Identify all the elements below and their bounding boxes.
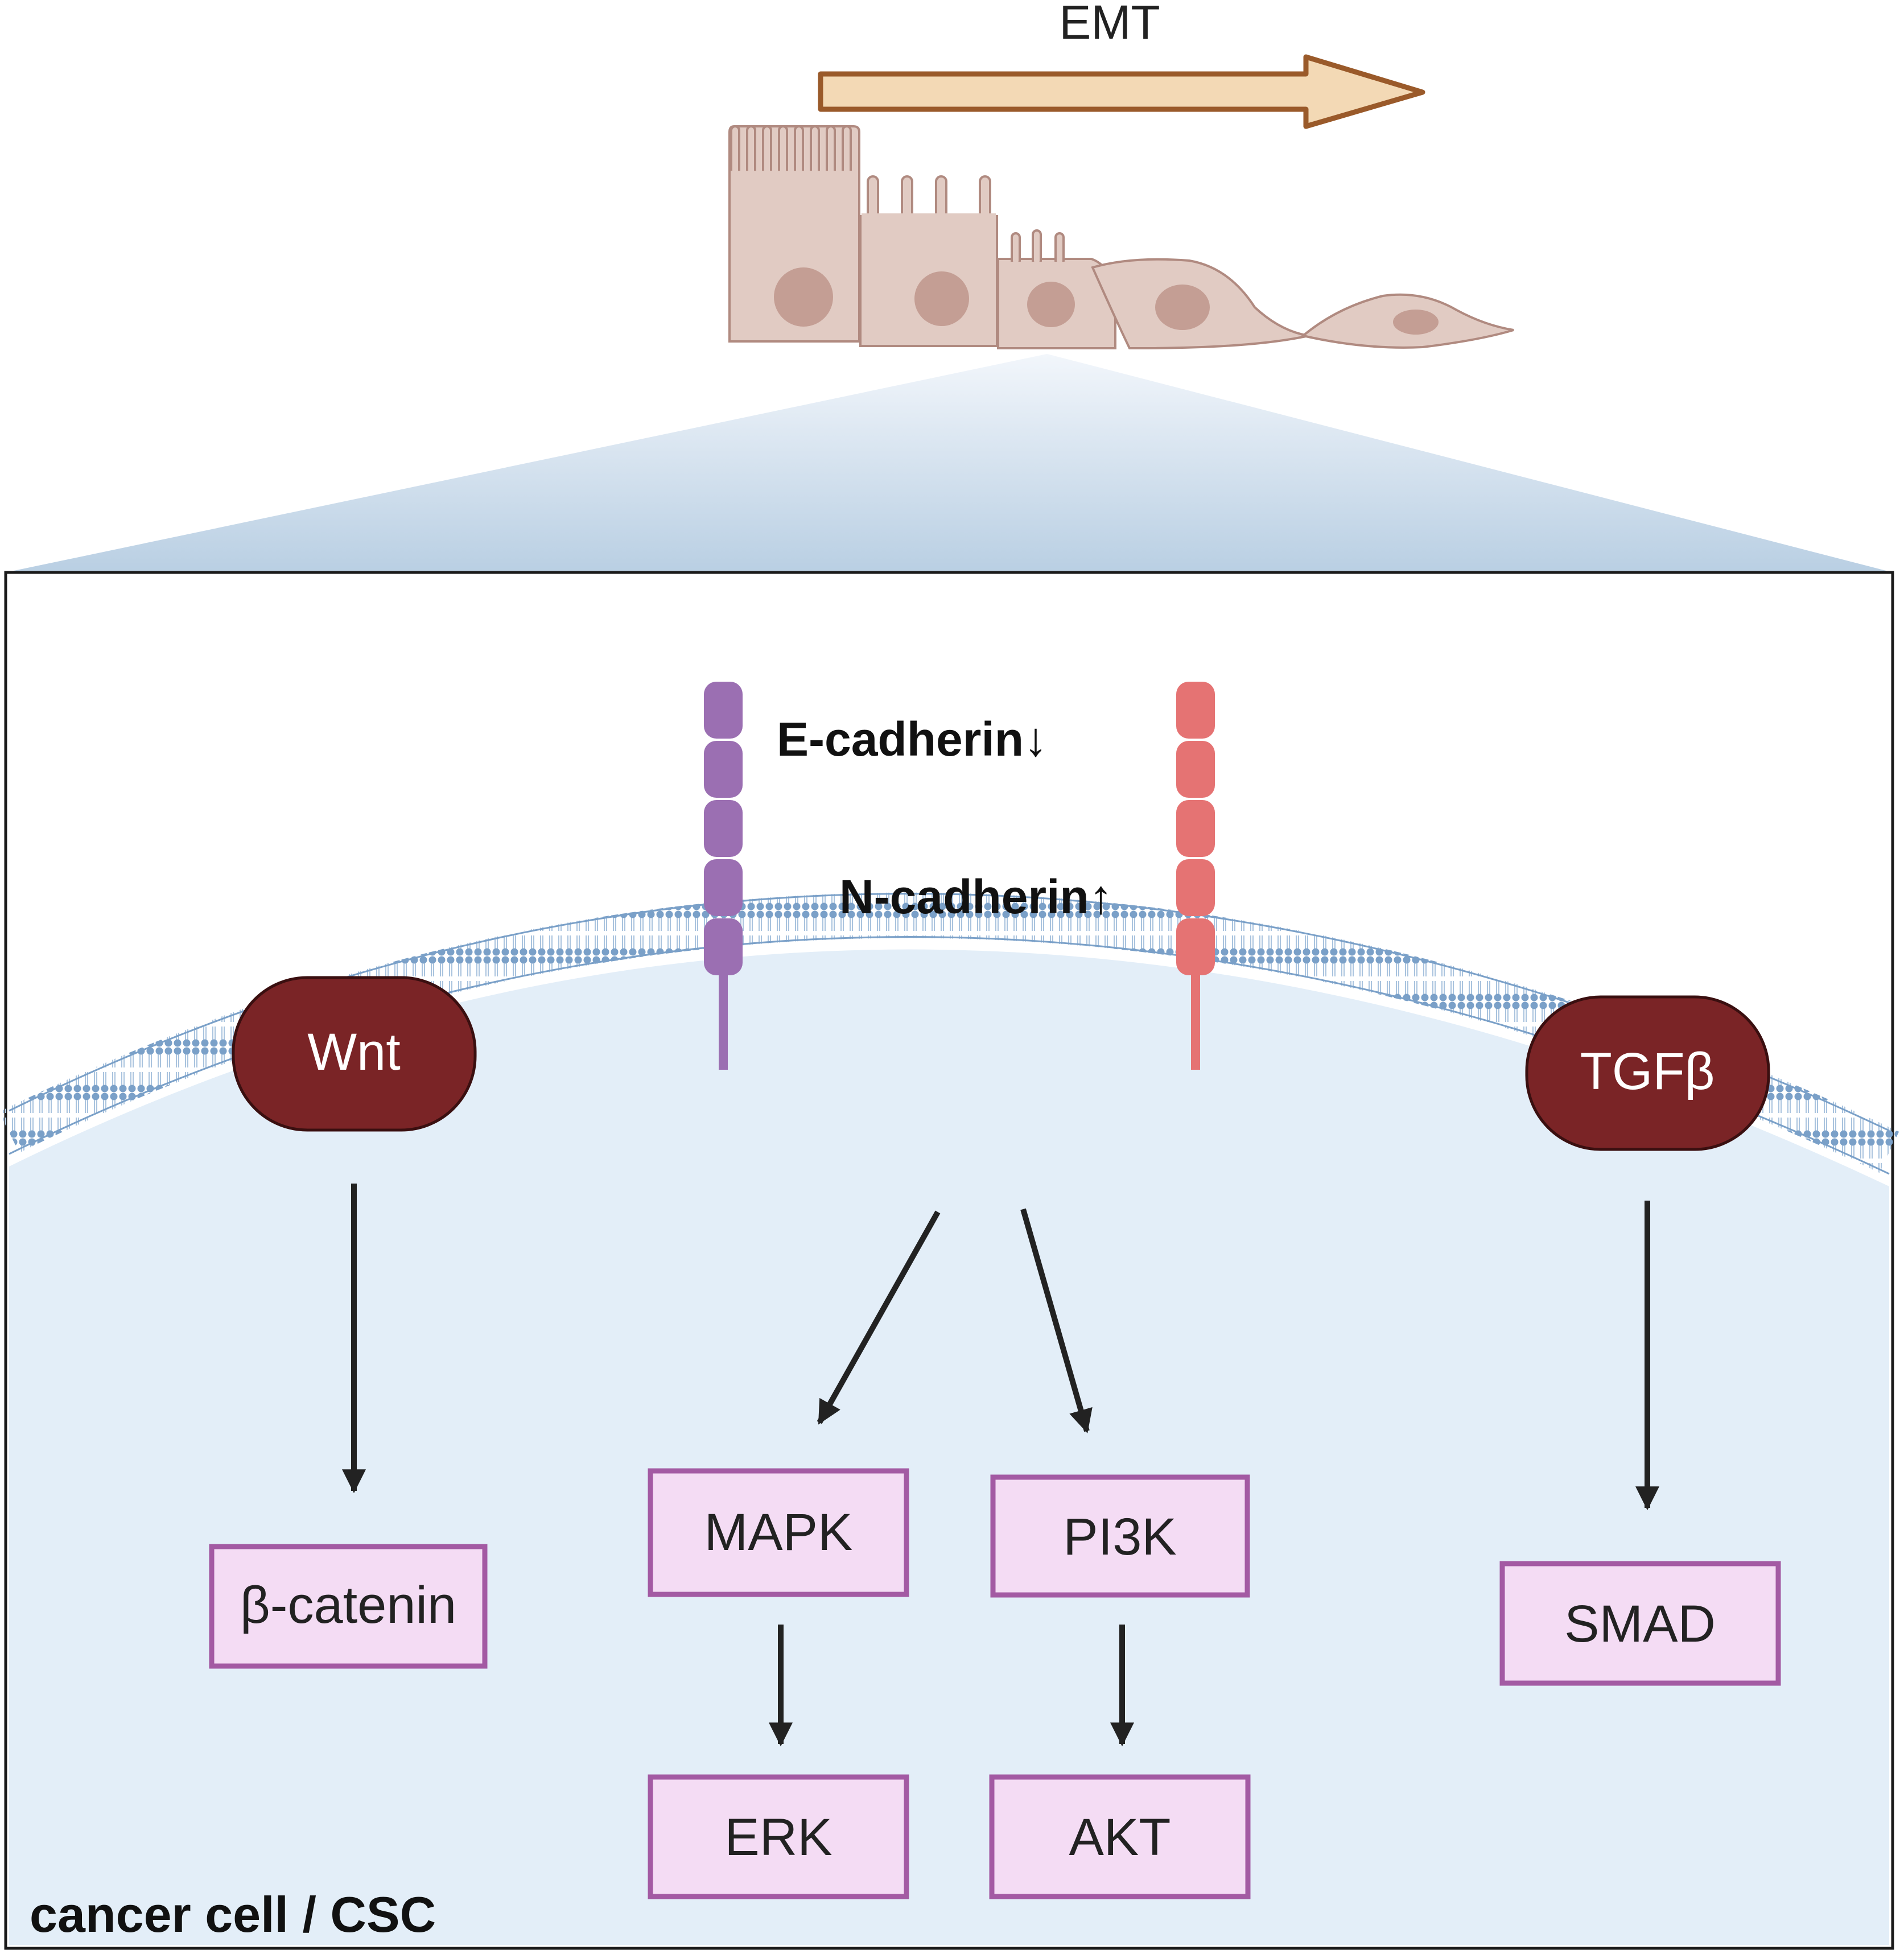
e-cadherin-protein (704, 682, 743, 1070)
wnt-receptor: Wnt (232, 976, 477, 1132)
mapk-label: MAPK (704, 1503, 853, 1561)
node-erk: ERK (648, 1774, 909, 1899)
arrow-to-pi3k (1020, 1208, 1093, 1434)
cadherin-domain (1176, 918, 1215, 975)
node-mapk: MAPK (648, 1468, 909, 1597)
cadherin-domain (704, 800, 743, 857)
pi3k-label: PI3K (1063, 1508, 1176, 1566)
cadherin-domain (1176, 859, 1215, 916)
tgfb-receptor: TGFβ (1525, 995, 1770, 1151)
transitioning-cell (1091, 258, 1309, 349)
epithelial-cell-1 (728, 125, 860, 343)
cadherin-domain (704, 918, 743, 975)
node-pi3k: PI3K (990, 1474, 1250, 1598)
epithelial-cell-2 (859, 175, 998, 347)
n-cadherin-protein (1176, 682, 1215, 1070)
n-cadherin-label: N-cadherin↑ (839, 870, 1113, 924)
mesenchymal-cell (1300, 293, 1514, 349)
zoom-funnel (6, 354, 1893, 572)
node-akt: AKT (989, 1774, 1251, 1899)
emt-arrow (818, 54, 1425, 129)
erk-label: ERK (724, 1808, 832, 1866)
cancer-cell-label: cancer cell / CSC (30, 1886, 436, 1943)
emt-cell-sequence (728, 125, 1514, 349)
smad-label: SMAD (1564, 1595, 1716, 1653)
epithelial-cell-3 (997, 229, 1116, 349)
emt-label: EMT (1059, 0, 1160, 49)
cadherin-domain (1176, 741, 1215, 798)
arrow-to-mapk (817, 1210, 941, 1425)
tgfb-label: TGFβ (1580, 1042, 1715, 1100)
e-cadherin-label: E-cadherin↓ (777, 712, 1048, 766)
beta-catenin-label: β-catenin (240, 1576, 456, 1634)
wnt-label: Wnt (307, 1023, 401, 1081)
cadherin-domain (1176, 800, 1215, 857)
cadherin-domain (704, 741, 743, 798)
node-smad: SMAD (1499, 1561, 1781, 1686)
cytoplasm (9, 949, 1889, 1945)
node-beta-catenin: β-catenin (209, 1544, 488, 1669)
cadherin-domain (704, 682, 743, 739)
cadherin-domain (1176, 682, 1215, 739)
cadherin-domain (704, 859, 743, 916)
akt-label: AKT (1069, 1808, 1171, 1866)
